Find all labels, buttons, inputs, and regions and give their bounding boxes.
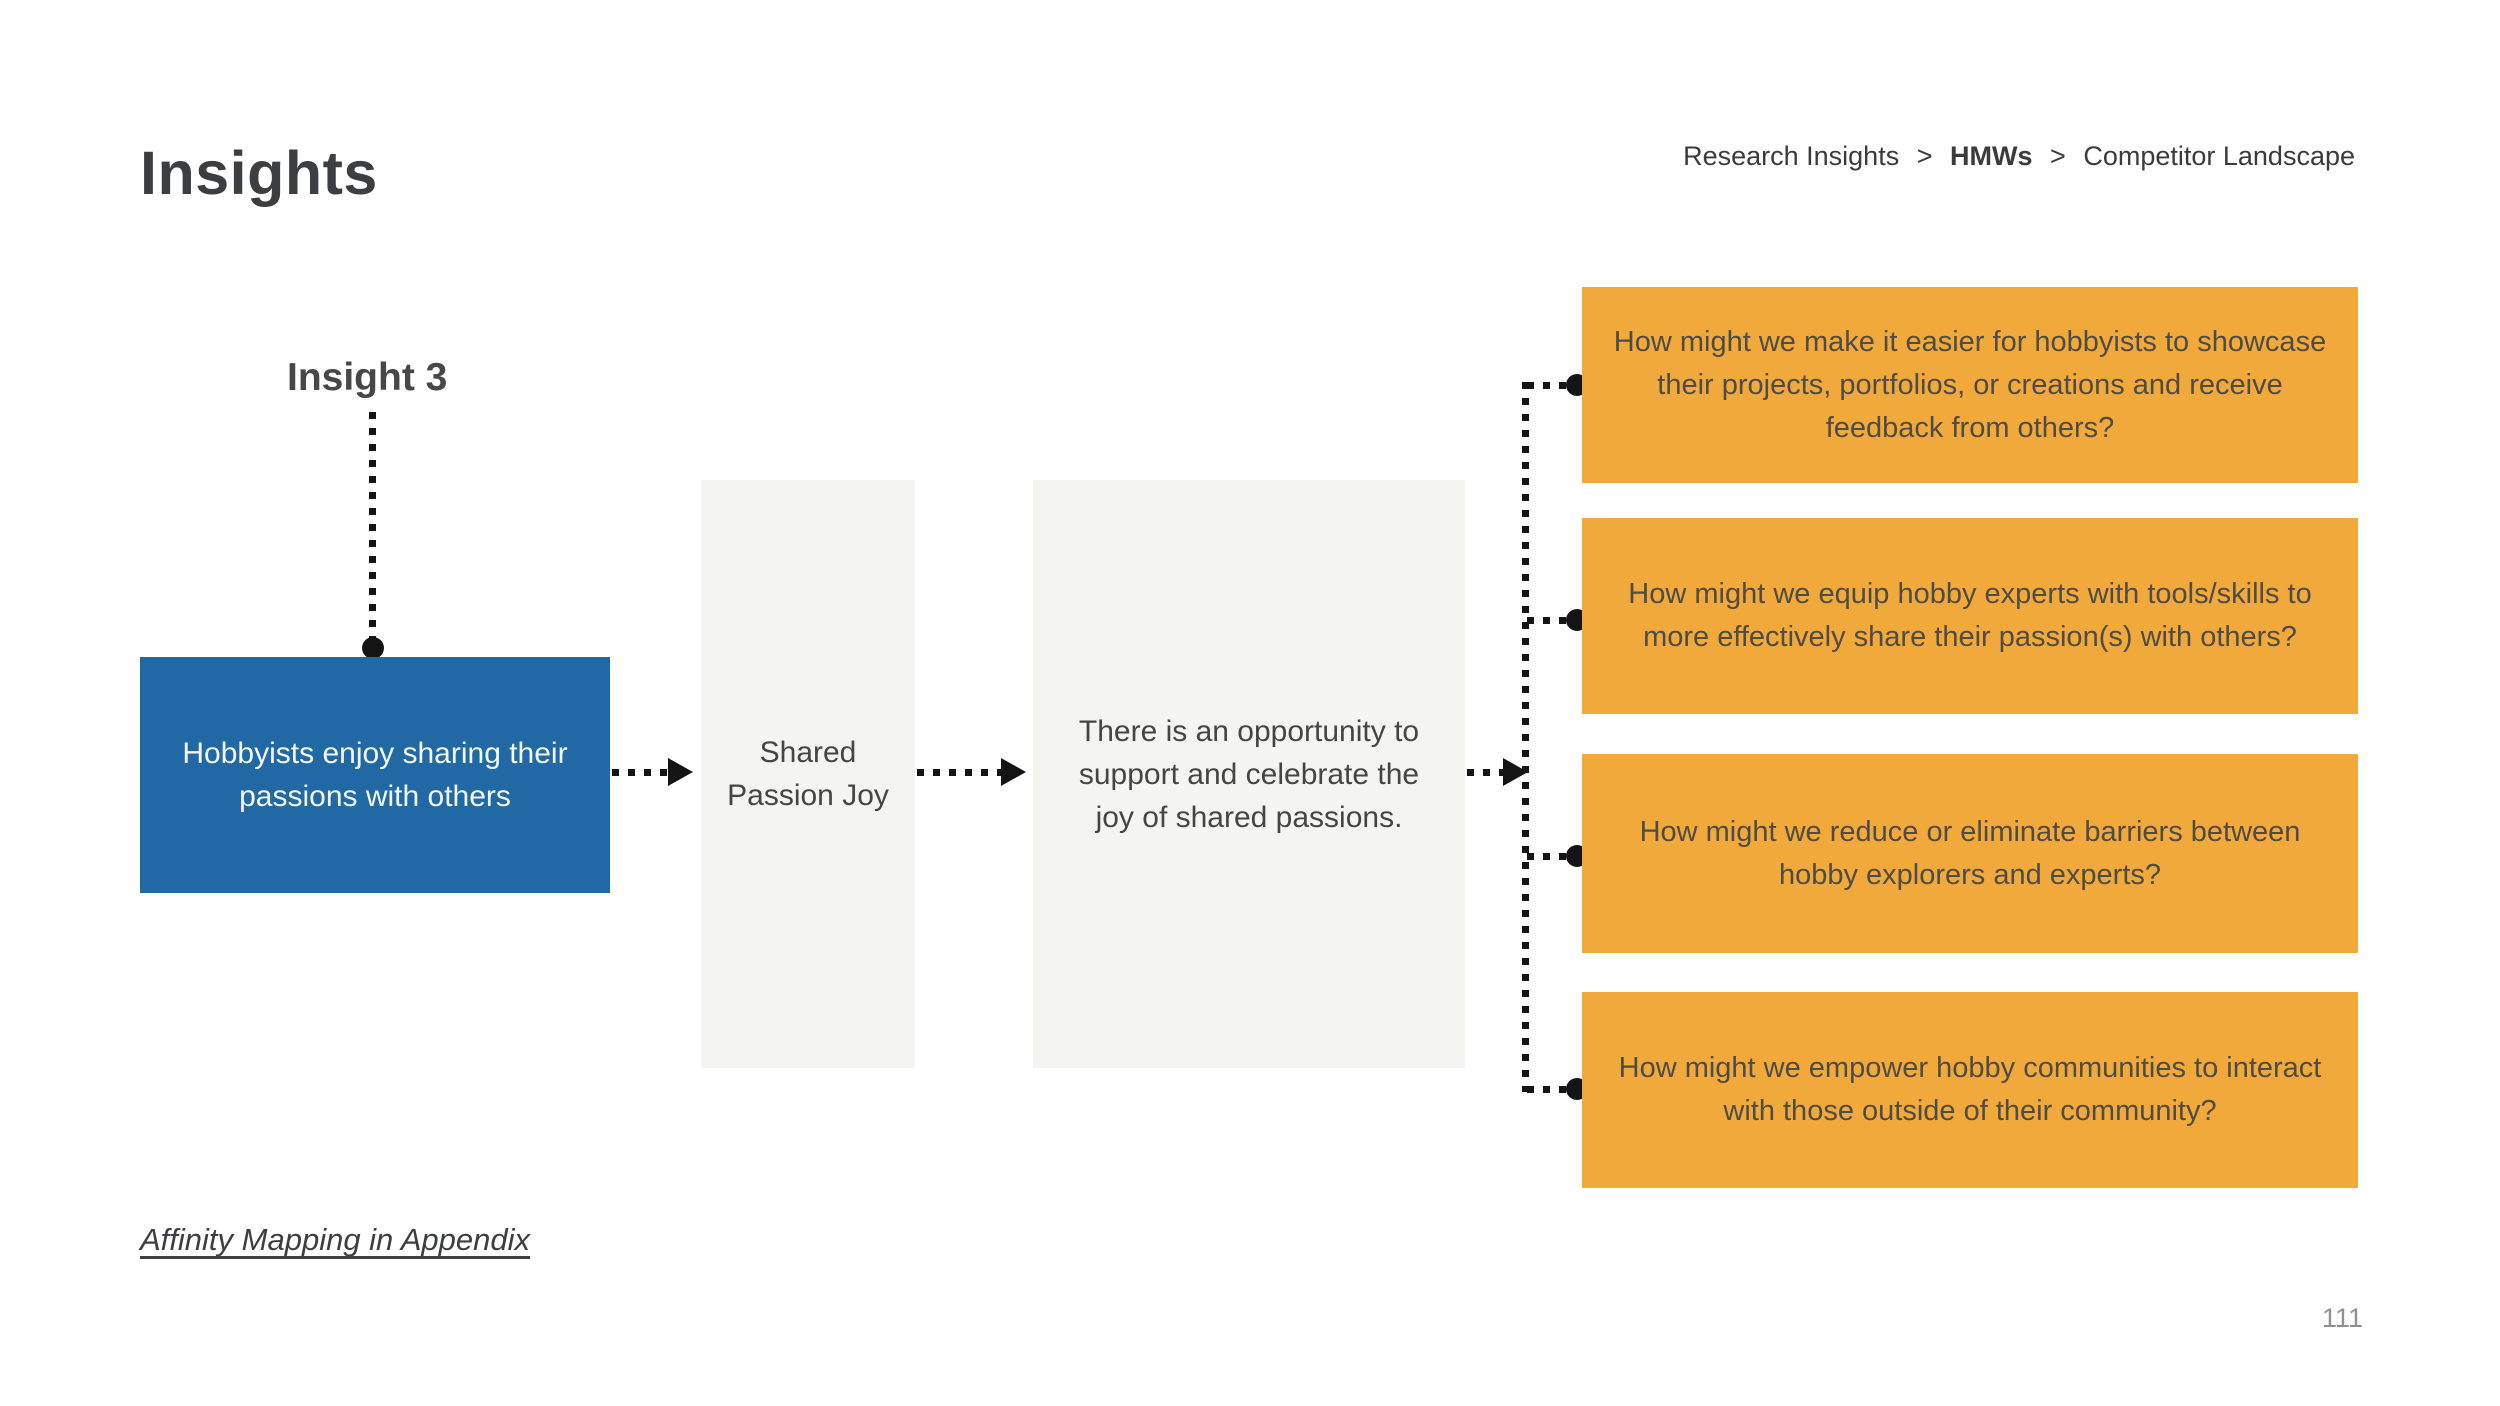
breadcrumb-item-hmws: HMWs — [1950, 141, 2033, 171]
insight-connector-line — [369, 412, 376, 640]
arrow-line — [1467, 769, 1505, 776]
arrow-head-icon — [668, 758, 693, 786]
branch-line — [1527, 382, 1569, 389]
theme-box: Shared Passion Joy — [701, 480, 915, 1068]
page-number: 111 — [2321, 1303, 2363, 1333]
hmw-box-reduce-barriers: How might we reduce or eliminate barrier… — [1582, 754, 2358, 953]
hmw-box-equip-experts: How might we equip hobby experts with to… — [1582, 518, 2358, 714]
insight-label: Insight 3 — [287, 356, 448, 399]
breadcrumb-separator: > — [2050, 141, 2066, 171]
page-title: Insights — [140, 139, 378, 207]
opportunity-box: There is an opportunity to support and c… — [1033, 480, 1465, 1068]
arrow-line — [917, 769, 1003, 776]
connector-dot — [362, 637, 384, 659]
breadcrumb-item-research-insights: Research Insights — [1683, 141, 1900, 171]
breadcrumb: Research Insights > HMWs > Competitor La… — [1683, 141, 2355, 172]
branch-line — [1527, 1086, 1569, 1093]
appendix-link[interactable]: Affinity Mapping in Appendix — [140, 1222, 531, 1257]
breadcrumb-item-competitor-landscape: Competitor Landscape — [2083, 141, 2355, 171]
insight-box: Hobbyists enjoy sharing their passions w… — [140, 657, 610, 893]
branch-trunk-line — [1522, 382, 1529, 1092]
breadcrumb-separator: > — [1916, 141, 1933, 171]
hmw-box-showcase: How might we make it easier for hobbyist… — [1582, 287, 2358, 483]
arrow-head-icon — [1001, 758, 1026, 786]
hmw-box-empower-communities: How might we empower hobby communities t… — [1582, 992, 2358, 1188]
branch-line — [1527, 617, 1569, 624]
branch-line — [1527, 853, 1569, 860]
arrow-line — [612, 769, 670, 776]
